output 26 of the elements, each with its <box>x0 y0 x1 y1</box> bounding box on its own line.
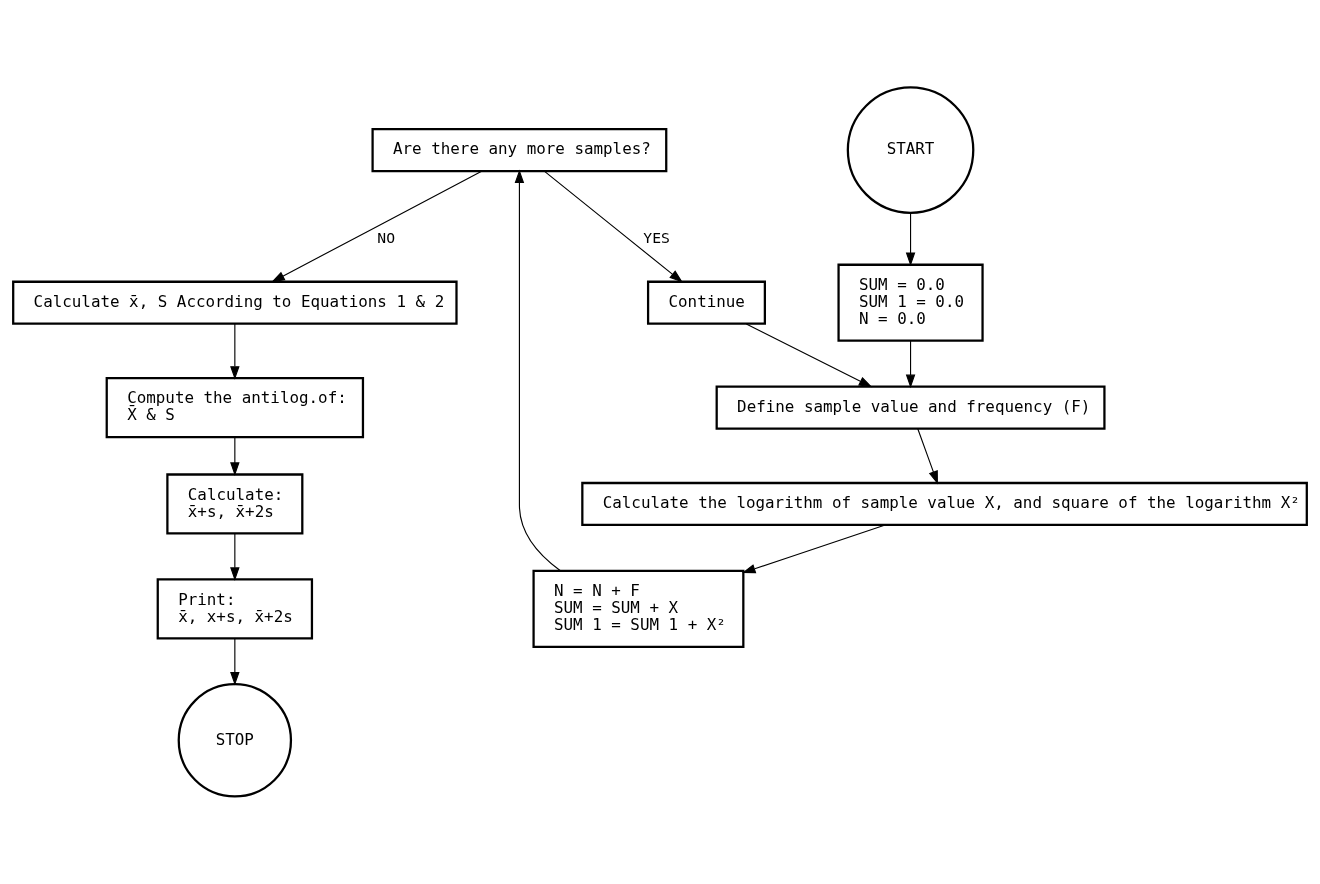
arrow <box>271 170 483 283</box>
arrow <box>905 340 916 389</box>
node-box: Are there any more samples? <box>371 127 668 173</box>
arrow <box>741 524 886 574</box>
edge-label: YES <box>643 228 670 246</box>
arrow <box>230 436 240 476</box>
arrow <box>230 533 240 581</box>
arrow <box>230 637 240 686</box>
node-box: Print: x̄, x+s, x̄+2s <box>156 578 314 640</box>
node-box: Continue <box>646 280 766 325</box>
arrow <box>905 212 916 267</box>
arrow <box>745 323 873 388</box>
node-circle: STOP <box>177 683 293 798</box>
node-box: N = N + F SUM = SUM + X SUM 1 = SUM 1 + X² <box>532 569 745 648</box>
node-box: Calculate x̄, S According to Equations 1 & 2 <box>12 280 458 325</box>
arrow <box>917 428 938 485</box>
arrow <box>543 170 683 283</box>
node-box: Compute the antilog.of: X̄ & S <box>105 377 365 439</box>
node-box: SUM = 0.0 SUM 1 = 0.0 N = 0.0 <box>837 263 984 342</box>
node-box: Calculate the logarithm of sample value X, and square of the logarithm X² <box>581 481 1308 527</box>
arrow <box>514 169 561 572</box>
node-box: Calculate: x̄+s, x̄+2s <box>166 473 304 535</box>
edge-label: NO <box>377 228 396 246</box>
node-circle: START <box>846 86 975 214</box>
arrow <box>230 323 240 380</box>
node-box: Define sample value and frequency (F) <box>715 385 1106 430</box>
